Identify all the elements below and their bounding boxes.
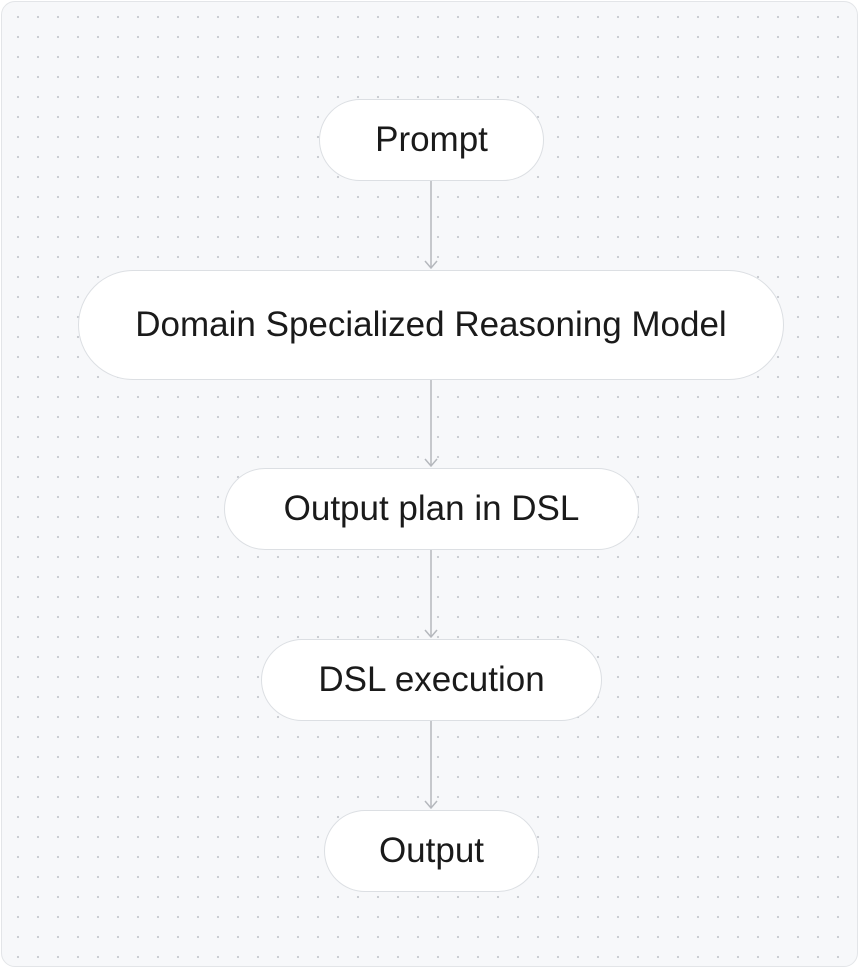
node-domain-specialized-reasoning-model: Domain Specialized Reasoning Model — [78, 270, 784, 380]
node-model-label: Domain Specialized Reasoning Model — [135, 305, 727, 344]
node-execution-label: DSL execution — [318, 660, 545, 699]
edge-plan-to-execution — [424, 550, 438, 639]
node-output-label: Output — [378, 831, 485, 870]
edge-execution-to-output — [424, 721, 438, 810]
node-plan-label: Output plan in DSL — [283, 489, 580, 528]
node-prompt: Prompt — [319, 99, 544, 181]
edge-prompt-to-model — [424, 181, 438, 270]
node-prompt-label: Prompt — [375, 120, 488, 159]
node-output-plan-in-dsl: Output plan in DSL — [224, 468, 639, 550]
edge-model-to-plan — [424, 380, 438, 468]
node-dsl-execution: DSL execution — [261, 639, 602, 721]
node-output: Output — [324, 810, 539, 892]
